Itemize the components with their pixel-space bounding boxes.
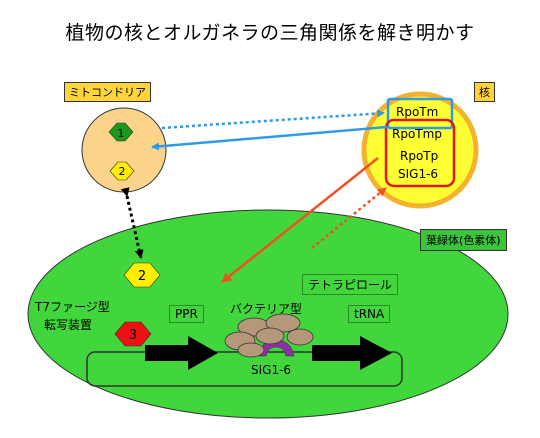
blue-dotted-arrow <box>161 109 385 130</box>
blue-solid-arrow <box>151 125 388 151</box>
gene-sig: SIG1-6 <box>398 167 439 181</box>
black-dotted-arrow <box>120 187 144 259</box>
mito-hex-2 <box>109 161 135 181</box>
mito-hex-2-num: 2 <box>119 165 126 178</box>
trna-label: tRNA <box>348 305 391 323</box>
gene-rpotp: RpoTp <box>400 149 439 163</box>
ppr-label: PPR <box>169 305 204 323</box>
chloroplast <box>27 209 509 419</box>
chloro-hex-3 <box>114 321 152 347</box>
chloro-hex-2-num: 2 <box>138 269 146 284</box>
mito-hex-1-num: 1 <box>118 127 125 140</box>
rpotm-box <box>386 97 454 130</box>
t7-phage-label: T7ファージ型 <box>35 300 110 314</box>
transcription-apparatus-label: 転写装置 <box>44 318 93 332</box>
gene-rpotmp: RpoTmp <box>392 127 442 141</box>
bacterial-label: バクテリア型 <box>230 302 303 316</box>
mito-hex-1 <box>108 122 134 142</box>
bacterial-polymerase <box>224 313 314 358</box>
tetrapyrrole-label: テトラピロール <box>302 274 399 295</box>
chloro-hex-2 <box>123 262 161 288</box>
chloroplast-label: 葉緑体(色素体) <box>420 229 507 251</box>
mitochondria-label: ミトコンドリア <box>64 82 151 102</box>
red-solid-arrow <box>221 157 379 283</box>
red-dotted-arrow <box>311 187 387 249</box>
page-title: 植物の核とオルガネラの三角関係を解き明かす <box>65 22 475 44</box>
sig-label: SIG1-6 <box>251 363 292 377</box>
gene-rpotm: RpoTm <box>396 105 439 119</box>
nucleus-label: 核 <box>474 82 495 102</box>
nucleus-ring <box>361 91 479 209</box>
rpotmp-box <box>384 118 456 188</box>
t7-transcription-arrow <box>145 336 218 370</box>
chloro-hex-3-num: 3 <box>129 328 137 343</box>
bacterial-transcription-arrow <box>312 336 392 370</box>
